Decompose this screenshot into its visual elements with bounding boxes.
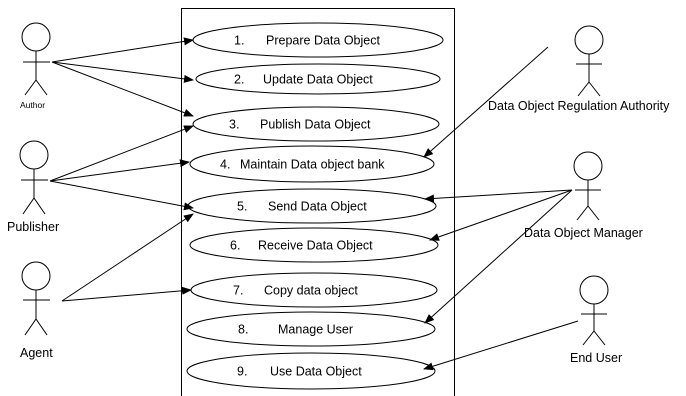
actor-manager xyxy=(573,151,603,221)
use-case-number: 1. xyxy=(234,34,244,48)
system-boundary xyxy=(181,8,455,396)
author-to-prepare-arrow xyxy=(51,37,194,63)
use-case-label: Maintain Data object bank xyxy=(240,158,385,172)
use-case-9: 9. Use Data Object xyxy=(186,352,436,390)
use-case-number: 9. xyxy=(237,365,247,379)
use-case-number: 7. xyxy=(233,284,243,298)
use-case-3: 3. Publish Data Object xyxy=(192,106,440,142)
end-user-label: End User xyxy=(570,351,622,365)
agent-label: Agent xyxy=(20,346,53,360)
use-case-6: 6. Receive Data Object xyxy=(189,227,439,263)
agent-to-copy-arrow xyxy=(61,286,192,302)
publisher-to-publish-arrow xyxy=(49,125,194,182)
use-case-number: 5. xyxy=(237,200,247,214)
use-case-label: Prepare Data Object xyxy=(266,34,380,48)
publisher-to-maintain-arrow xyxy=(49,159,190,182)
use-case-label: Update Data Object xyxy=(263,73,373,87)
actor-regulation-authority xyxy=(574,25,604,97)
agent-to-send-arrow xyxy=(61,213,194,302)
use-case-number: 3. xyxy=(229,118,239,132)
actor-author xyxy=(21,22,51,96)
use-case-4: 4. Maintain Data object bank xyxy=(189,145,435,183)
use-case-label: Manage User xyxy=(278,323,353,337)
use-case-5: 5. Send Data Object xyxy=(187,188,437,224)
use-case-number: 6. xyxy=(230,239,240,253)
use-case-label: Receive Data Object xyxy=(258,239,373,253)
manager-to-send-arrow xyxy=(424,189,573,203)
associations xyxy=(49,37,579,371)
use-case-label: Use Data Object xyxy=(270,365,362,379)
authority-to-maintain-arrow xyxy=(423,46,549,158)
author-label: Author xyxy=(20,100,45,110)
use-case-number: 8. xyxy=(238,323,248,337)
use-case-1: 1. Prepare Data Object xyxy=(192,22,444,58)
use-case-label: Copy data object xyxy=(264,284,358,298)
use-case-8: 8. Manage User xyxy=(186,311,436,347)
use-case-label: Send Data Object xyxy=(268,200,367,214)
actor-end-user xyxy=(579,275,609,346)
manager-to-receive-arrow xyxy=(429,189,573,241)
end-user-to-use-arrow xyxy=(423,320,579,371)
use-case-2: 2. Update Data Object xyxy=(195,63,441,95)
actor-publisher xyxy=(19,140,49,215)
use-case-label: Publish Data Object xyxy=(260,118,371,132)
use-case-number: 4. xyxy=(220,158,230,172)
actor-agent xyxy=(21,261,51,336)
publisher-to-send-arrow xyxy=(49,180,194,211)
author-to-update-arrow xyxy=(51,61,194,83)
author-to-publish-arrow xyxy=(51,61,194,117)
manager-label: Data Object Manager xyxy=(524,226,643,240)
manager-to-manage-user-arrow xyxy=(424,189,573,324)
publisher-label: Publisher xyxy=(7,220,59,234)
use-case-7: 7. Copy data object xyxy=(190,272,438,308)
regulation-authority-label: Data Object Regulation Authority xyxy=(488,99,670,113)
use-case-number: 2. xyxy=(234,73,244,87)
